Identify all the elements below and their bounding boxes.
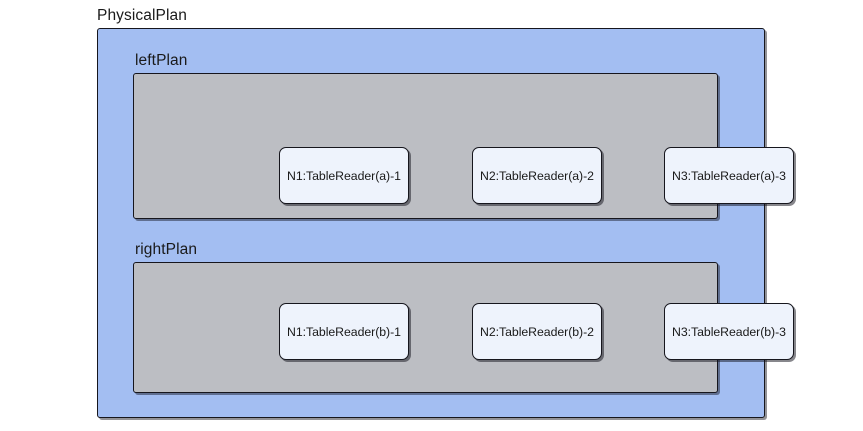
node-box[interactable]: N3:TableReader(b)-3 xyxy=(664,303,794,360)
node-box[interactable]: N1:TableReader(b)-1 xyxy=(279,303,409,360)
node-box[interactable]: N2:TableReader(b)-2 xyxy=(472,303,602,360)
node-box[interactable]: N3:TableReader(a)-3 xyxy=(664,147,794,204)
right-plan-title: rightPlan xyxy=(135,241,198,258)
node-label: N1:TableReader(b)-1 xyxy=(287,324,401,339)
node-label: N3:TableReader(b)-3 xyxy=(672,324,786,339)
left-plan-title: leftPlan xyxy=(135,52,188,69)
physical-plan-title: PhysicalPlan xyxy=(97,7,187,24)
left-plan-container[interactable]: N1:TableReader(a)-1 N2:TableReader(a)-2 … xyxy=(133,73,794,219)
node-box[interactable]: N1:TableReader(a)-1 xyxy=(279,147,409,204)
node-box[interactable]: N2:TableReader(a)-2 xyxy=(472,147,602,204)
node-label: N2:TableReader(b)-2 xyxy=(480,324,594,339)
right-plan-container[interactable]: N1:TableReader(b)-1 N2:TableReader(b)-2 … xyxy=(133,262,794,393)
node-label: N1:TableReader(a)-1 xyxy=(287,168,401,183)
node-label: N2:TableReader(a)-2 xyxy=(480,168,594,183)
node-label: N3:TableReader(a)-3 xyxy=(672,168,786,183)
